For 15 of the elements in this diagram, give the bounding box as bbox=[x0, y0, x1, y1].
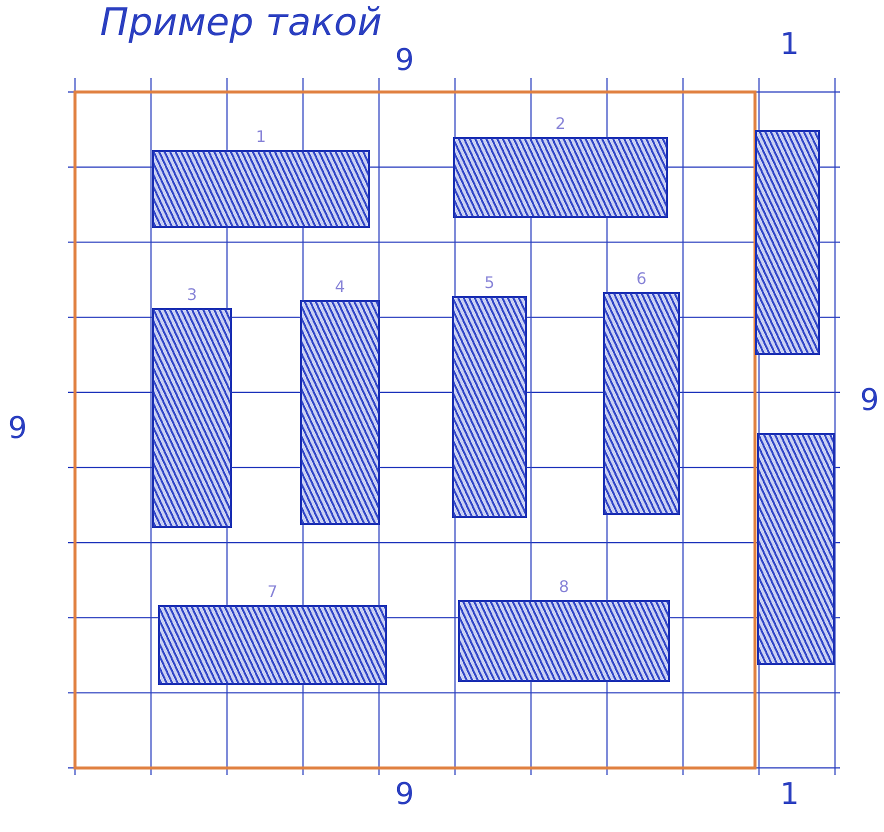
block-number: 5 bbox=[483, 274, 496, 292]
block-number: 7 bbox=[266, 583, 279, 601]
dimension-label: 9 bbox=[860, 384, 880, 418]
block-number: 6 bbox=[635, 270, 648, 288]
dimension-label: 9 bbox=[8, 412, 28, 446]
title: Пример такой bbox=[100, 0, 382, 44]
block-number: 8 bbox=[558, 578, 570, 596]
block-number: 1 bbox=[254, 128, 268, 146]
dimension-label: 1 bbox=[780, 28, 800, 62]
block-number: 4 bbox=[334, 278, 346, 296]
block-number: 2 bbox=[554, 115, 567, 133]
block-number: 3 bbox=[186, 286, 198, 304]
dimension-label: 1 bbox=[780, 778, 800, 812]
dimension-label: 9 bbox=[395, 778, 414, 812]
dimension-label: 9 bbox=[395, 44, 414, 78]
